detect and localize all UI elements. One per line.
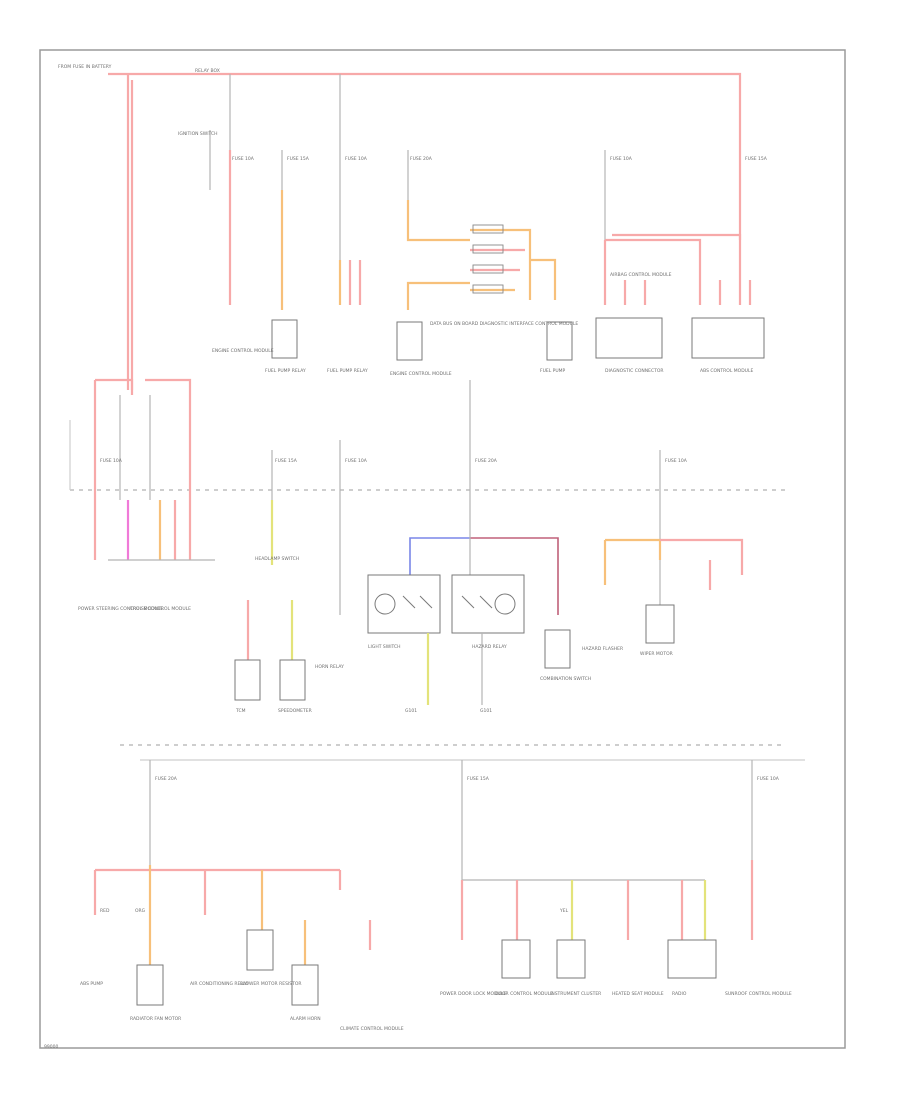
fuse-bot-1: FUSE 20A <box>155 776 178 782</box>
label-bot4: BLOWER MOTOR RESISTOR <box>240 981 302 987</box>
fuse-top-5: FUSE 10A <box>610 156 633 162</box>
relay-contact-1 <box>472 224 504 234</box>
component-abs-module <box>595 317 663 359</box>
component-heated-seat <box>667 939 717 979</box>
power-source-label: FROM FUSE IN BATTERY <box>58 64 112 70</box>
component-ecm <box>396 321 423 361</box>
ground-label-1: G101 <box>405 708 417 714</box>
component-fuel-pump-relay <box>271 319 298 359</box>
label-bot9: INSTRUMENT CLUSTER <box>550 991 601 997</box>
component-hazard-relay <box>645 604 675 644</box>
fuse-top-3: FUSE 10A <box>345 156 368 162</box>
label-abs: ABS CONTROL MODULE <box>700 368 753 374</box>
fuse-top-6: FUSE 15A <box>745 156 768 162</box>
fuse-mid-5: FUSE 10A <box>665 458 688 464</box>
label-bot6: CLIMATE CONTROL MODULE <box>340 1026 404 1032</box>
label-mid5: SPEEDOMETER <box>278 708 312 714</box>
fuse-bot-3: FUSE 10A <box>757 776 780 782</box>
label-mid7: LIGHT SWITCH <box>368 644 401 650</box>
label-mid11: WIPER MOTOR <box>640 651 673 657</box>
fuse-mid-2: FUSE 15A <box>275 458 298 464</box>
fuse-mid-4: FUSE 20A <box>475 458 498 464</box>
label-bot5: ALARM HORN <box>290 1016 321 1022</box>
label-bot1: ABS PUMP <box>80 981 103 987</box>
label-mid2: CRUISE CONTROL MODULE <box>130 606 191 612</box>
label-bot3: AIR CONDITIONING RELAY <box>190 981 249 987</box>
fuse-top-1: FUSE 10A <box>232 156 255 162</box>
component-power-steering <box>234 659 261 701</box>
label-ecm-2: ENGINE CONTROL MODULE <box>390 371 452 377</box>
label-mid6: HORN RELAY <box>315 664 344 670</box>
component-airbag-module <box>691 317 765 359</box>
component-cruise-module <box>279 659 306 701</box>
fuse-mid-1: FUSE 10A <box>100 458 123 464</box>
label-mid9: COMBINATION SWITCH <box>540 676 591 682</box>
wire-label-1: RED <box>100 908 110 914</box>
label-bot12: SUNROOF CONTROL MODULE <box>725 991 792 997</box>
label-bot7: POWER DOOR LOCK MODULE <box>440 991 506 997</box>
figure-id: 99000 <box>44 1044 58 1050</box>
ground-label-2: G101 <box>480 708 492 714</box>
switch-housing-right <box>451 574 525 634</box>
ign-switch-label: IGNITION SWITCH <box>178 131 218 137</box>
top-power-bus <box>108 72 742 120</box>
wire-label-2: ORG <box>135 908 146 914</box>
label-bot2: RADIATOR FAN MOTOR <box>130 1016 181 1022</box>
label-mid8: HAZARD RELAY <box>472 644 507 650</box>
component-door-lock-module <box>501 939 531 979</box>
label-bot10: HEATED SEAT MODULE <box>612 991 664 997</box>
label-diag-conn: DIAGNOSTIC CONNECTOR <box>605 368 664 374</box>
label-mid10: HAZARD FLASHER <box>582 646 623 652</box>
fuse-top-2: FUSE 15A <box>287 156 310 162</box>
component-horn-relay <box>544 629 571 669</box>
diagram-frame <box>39 49 846 1049</box>
fuse-top-4: FUSE 20A <box>410 156 433 162</box>
component-alarm-horn <box>291 964 319 1006</box>
label-bot11: RADIO <box>672 991 687 997</box>
component-blower-resistor <box>246 929 274 971</box>
label-mid4: TCM <box>235 708 246 714</box>
wire-label-3: YEL <box>559 908 569 914</box>
component-door-control <box>556 939 586 979</box>
label-bot8: DOOR CONTROL MODULE <box>495 991 553 997</box>
label-fp-relay-2: FUEL PUMP RELAY <box>327 368 368 374</box>
component-radiator-fan <box>136 964 164 1006</box>
component-diag-connector <box>546 321 573 361</box>
label-ecm-top: ENGINE CONTROL MODULE <box>212 348 274 354</box>
switch-housing-left <box>367 574 441 634</box>
relay-box-label: RELAY BOX <box>195 68 220 74</box>
label-fp-relay: FUEL PUMP RELAY <box>265 368 306 374</box>
label-mid-center: DATA BUS ON BOARD DIAGNOSTIC INTERFACE C… <box>430 321 578 327</box>
label-mid3: HEADLAMP SWITCH <box>255 556 299 562</box>
label-fuel-pump: FUEL PUMP <box>540 368 566 374</box>
fuse-mid-3: FUSE 10A <box>345 458 368 464</box>
label-mid1: POWER STEERING CONTROL MODULE <box>78 606 163 612</box>
fuse-bot-2: FUSE 15A <box>467 776 490 782</box>
label-airbag: AIRBAG CONTROL MODULE <box>610 272 672 278</box>
